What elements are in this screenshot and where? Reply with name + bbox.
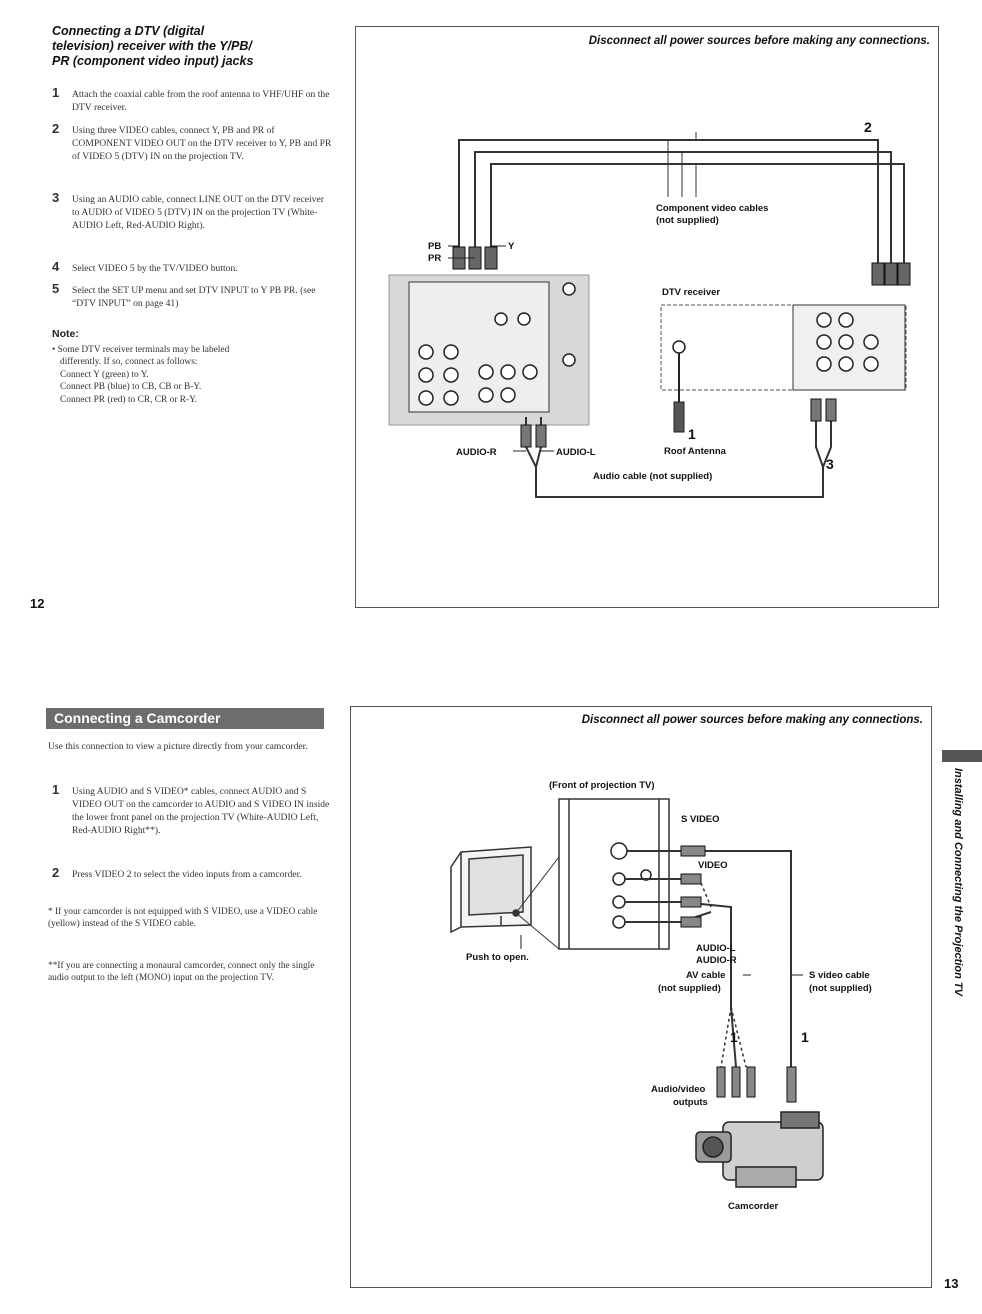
heading-line-3: PR (component video input) jacks [52, 54, 254, 68]
pr-label: PR [428, 253, 441, 264]
audio-r-label: AUDIO-R [696, 955, 737, 966]
front-of-tv-label: (Front of projection TV) [549, 780, 655, 791]
step-2-label: 2 [864, 119, 872, 135]
dtv-step-1: 1 Attach the coaxial cable from the roof… [52, 85, 332, 114]
roof-antenna-label: Roof Antenna [664, 446, 727, 457]
step-number: 3 [52, 190, 60, 205]
step-3-label: 3 [826, 456, 834, 472]
step-number: 2 [52, 865, 60, 880]
s-video-cable-label: S video cable [809, 970, 870, 981]
side-section-text: Installing and Connecting the Projection… [952, 768, 964, 996]
step-text: Attach the coaxial cable from the roof a… [72, 89, 330, 113]
dtv-receiver-box [660, 304, 907, 391]
audio-plugs [520, 398, 837, 448]
step-number: 4 [52, 259, 60, 274]
step-number: 1 [52, 782, 60, 797]
pb-label: PB [428, 241, 441, 252]
heading-line-2: television) receiver with the Y/PB/ [52, 39, 252, 53]
step-text: Press VIDEO 2 to select the video inputs… [72, 869, 302, 880]
component-cables-label: Component video cables [656, 203, 768, 214]
camcorder-diagram-frame: Disconnect all power sources before maki… [350, 706, 932, 1288]
step-text: Select VIDEO 5 by the TV/VIDEO button. [72, 263, 238, 274]
av-outputs-label-2: outputs [673, 1097, 708, 1108]
camcorder-connection-diagram: (Front of projection TV) S VIDEO VIDEO A… [450, 780, 872, 1212]
note-line: Connect PB (blue) to CB, CB or B-Y. [60, 382, 202, 393]
s-video-cable [627, 850, 792, 1092]
tv-jack-panel [388, 274, 590, 426]
page-number-right: 13 [944, 1276, 959, 1291]
av-cable-label-2: (not supplied) [658, 983, 721, 994]
s-video-label: S VIDEO [681, 814, 720, 825]
note-heading: Note: [52, 328, 79, 340]
step-1-label: 1 [688, 426, 696, 442]
warning-text: Disconnect all power sources before maki… [588, 35, 930, 47]
audio-l-label: AUDIO-L [696, 943, 736, 954]
note-line: differently. If so, connect as follows: [60, 357, 198, 368]
note-line: Connect Y (green) to Y. [60, 369, 149, 380]
av-cable-dotted [700, 882, 747, 1068]
step-1-label-svideo: 1 [801, 1029, 809, 1045]
label-leaders [448, 245, 554, 452]
receiver-side-plugs [871, 262, 911, 286]
camcorder-drawing [695, 1111, 824, 1188]
section-tab-marker [942, 750, 982, 762]
dtv-step-5: 5 Select the SET UP menu and set DTV INP… [52, 281, 332, 310]
page-number-left: 12 [30, 596, 45, 611]
step-number: 2 [52, 121, 60, 136]
antenna-cable [673, 353, 685, 433]
section-heading-dtv: Connecting a DTV (digital television) re… [52, 24, 342, 69]
camcorder-intro: Use this connection to view a picture di… [48, 741, 308, 752]
cam-step-2: 2 Press VIDEO 2 to select the video inpu… [52, 865, 332, 881]
dtv-step-4: 4 Select VIDEO 5 by the TV/VIDEO button. [52, 259, 332, 275]
footnote-2: **If you are connecting a monaural camco… [48, 961, 315, 984]
audio-cable-label: Audio cable (not supplied) [593, 471, 712, 482]
note-line: Connect PR (red) to CR, CR or R-Y. [60, 394, 198, 405]
dtv-step-2: 2 Using three VIDEO cables, connect Y, P… [52, 121, 332, 163]
dtv-diagram-frame: Disconnect all power sources before maki… [355, 26, 939, 608]
section-banner-camcorder: Connecting a Camcorder [46, 708, 324, 729]
step-1-label-av: 1 [730, 1029, 738, 1045]
y-label: Y [508, 241, 515, 252]
footnote-1: * If your camcorder is not equipped with… [48, 907, 318, 930]
step-text: Select the SET UP menu and set DTV INPUT… [72, 285, 316, 309]
bottom-label-leaders [520, 935, 803, 976]
dtv-connection-diagram: 2 Component video cables (not supplied) … [388, 119, 911, 498]
note-line: • Some DTV receiver terminals may be lab… [52, 345, 230, 355]
cable-leaders [667, 132, 697, 197]
dtv-receiver-label: DTV receiver [662, 287, 720, 298]
step-text: Using an AUDIO cable, connect LINE OUT o… [72, 194, 324, 231]
cam-step-1: 1 Using AUDIO and S VIDEO* cables, conne… [52, 782, 332, 837]
step-text: Using AUDIO and S VIDEO* cables, connect… [72, 786, 330, 836]
projection-tv-drawing [450, 846, 532, 934]
audio-l-label: AUDIO-L [556, 447, 596, 458]
side-section-label: Installing and Connecting the Projection… [950, 768, 964, 1068]
video-label: VIDEO [698, 860, 728, 871]
s-video-cable-label-2: (not supplied) [809, 983, 872, 994]
step-number: 5 [52, 281, 60, 296]
av-cable-label: AV cable [686, 970, 725, 981]
step-text: Using three VIDEO cables, connect Y, PB … [72, 125, 332, 162]
audio-r-label: AUDIO-R [456, 447, 497, 458]
heading-line-1: Connecting a DTV (digital [52, 24, 205, 38]
cable-plugs [680, 845, 797, 1103]
camcorder-label: Camcorder [728, 1201, 778, 1212]
av-outputs-label: Audio/video [651, 1084, 706, 1095]
dtv-step-3: 3 Using an AUDIO cable, connect LINE OUT… [52, 190, 332, 232]
push-to-open-label: Push to open. [466, 952, 529, 963]
warning-text: Disconnect all power sources before maki… [581, 714, 923, 726]
component-cables-label-2: (not supplied) [656, 215, 719, 226]
step-number: 1 [52, 85, 60, 100]
note-block: Note: • Some DTV receiver terminals may … [52, 328, 332, 406]
